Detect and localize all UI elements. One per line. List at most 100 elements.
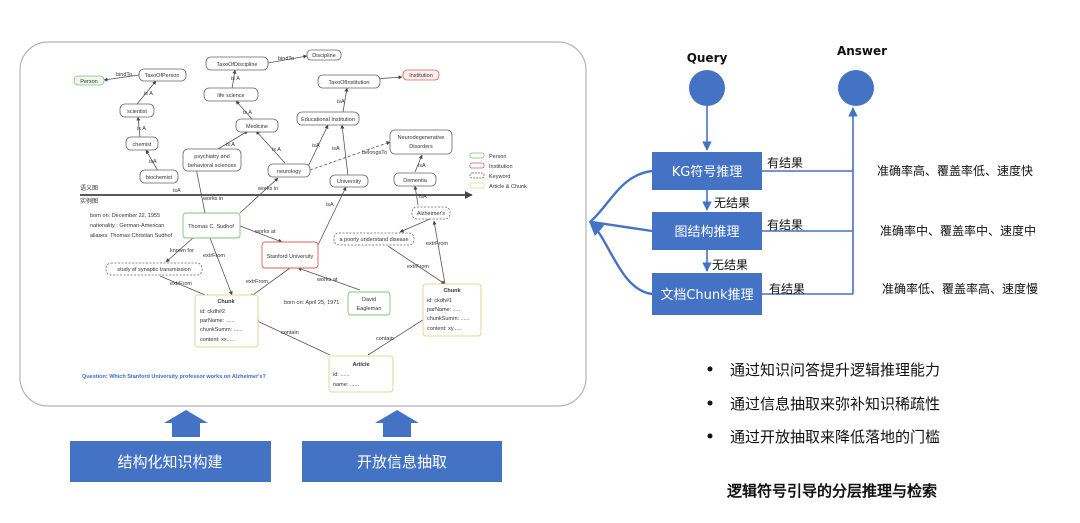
result-lines [762,107,858,295]
has-result-label-1: 有结果 [767,156,803,170]
kg-edge-labels: bindTo is A is A isA bindTo is A is A is… [116,56,448,342]
structured-knowledge-button[interactable] [70,441,271,482]
svg-text:known for: known for [170,248,194,254]
up-arrow-structured [164,410,208,437]
svg-text:isA: isA [337,99,345,105]
no-result-label-1: 无结果 [714,196,750,210]
svg-text:isA: isA [419,194,427,200]
svg-text:is A: is A [144,91,153,97]
feedback-arrows [588,169,653,296]
caption: 逻辑符号引导的分层推理与检索 [727,482,937,500]
node-thomas [182,212,241,239]
kg-reasoning-label: KG符号推理 [672,164,743,180]
has-result-label-3: 有结果 [769,282,805,296]
node-university [329,174,369,188]
node-chemist [125,136,159,151]
svg-text:is A: is A [137,126,146,132]
bullet-item: 通过信息抽取来弥补知识稀疏性 [730,395,940,413]
svg-text:TaxoOfPerson: TaxoOfPerson [145,73,180,79]
thomas-born: born on: December 22, 1955 [90,213,160,219]
svg-text:chunkSumm: ......: chunkSumm: ...... [427,316,470,322]
open-extraction-button[interactable] [302,441,502,482]
svg-text:bindTo: bindTo [116,72,132,78]
svg-text:isA: isA [418,163,426,169]
svg-text:Article: Article [352,362,369,368]
doc-reasoning-label: 文档Chunk推理 [660,288,753,303]
node-alzheimers [411,206,451,220]
svg-text:TaxoOfInstitution: TaxoOfInstitution [329,80,370,86]
david-born: born on: April 25, 1971 [284,300,339,306]
svg-text:contain: contain [281,330,299,336]
node-chunk-2 [194,294,259,348]
graph-reasoning-label: 图结构推理 [674,225,739,240]
svg-text:works in: works in [257,186,278,192]
node-stanford [261,241,319,269]
svg-text:life science: life science [217,93,244,99]
svg-text:belongsTo: belongsTo [362,150,387,156]
node-taxo-institution [317,74,381,89]
node-institution [402,69,440,81]
svg-text:Alzheimer's: Alzheimer's [417,211,446,217]
node-neurology [267,163,311,178]
node-life-science [203,87,259,102]
node-scientist [119,103,155,118]
node-biochemist [139,169,179,184]
metric-doc: 准确率低、覆盖率高、速度慢 [882,281,1038,296]
svg-text:parName: ......: parName: ...... [200,318,235,324]
svg-text:id: ckdh#1: id: ckdh#1 [427,298,452,304]
svg-text:Person: Person [80,79,97,85]
svg-text:is A: is A [226,142,235,148]
svg-text:content: xy......: content: xy...... [427,326,463,332]
svg-text:name: ......: name: ...... [333,382,359,388]
svg-text:isA: isA [326,202,334,208]
svg-text:study of synaptic transmission: study of synaptic transmission [117,267,190,273]
semantic-nodes: Person TaxoOfPerson scientist chemist bi… [73,49,453,188]
svg-text:bindTo: bindTo [278,56,294,62]
svg-text:isA: isA [312,143,320,149]
query-node [689,70,725,106]
thomas-aliases: aliases: Thomas Christian Sudhof [90,233,173,239]
svg-text:id: ......: id: ...... [333,372,350,378]
kg-edges [103,54,446,356]
node-synaptic [105,262,203,276]
answer-label: Answer [837,44,887,58]
legend: Person Institution Keyword Article & Chu… [469,152,527,190]
svg-text:Disorders: Disorders [409,144,433,150]
svg-text:extrFrom: extrFrom [170,281,192,287]
svg-text:extrFrom: extrFrom [407,264,429,270]
bullet-item: 通过开放抽取来降低落地的门槛 [730,428,940,446]
node-educational-institution [296,111,360,126]
svg-text:Thomas C. Sudhof: Thomas C. Sudhof [188,224,234,230]
svg-text:scientist: scientist [127,109,147,115]
svg-text:TaxoOfDiscipline: TaxoOfDiscipline [217,62,258,68]
svg-text:contain: contain [376,336,394,342]
svg-text:extrFrom: extrFrom [203,253,225,259]
doc-reasoning-box[interactable] [652,273,762,315]
svg-text:Article & Chunk: Article & Chunk [489,184,527,190]
svg-text:chunkSumm: ......: chunkSumm: ...... [200,327,243,333]
node-poorly-understood [333,232,415,246]
svg-text:extrFrom: extrFrom [246,279,268,285]
node-discipline [306,49,342,61]
svg-text:extrFrom: extrFrom [426,241,448,247]
instance-nodes: born on: December 22, 1955 nationality :… [90,206,482,393]
svg-text:Person: Person [489,154,506,160]
svg-text:Institution: Institution [489,164,513,170]
node-medicine [235,118,279,133]
node-neurodegenerative [389,129,453,155]
open-extraction-label: 开放信息抽取 [357,453,447,471]
graph-reasoning-box[interactable] [652,212,762,250]
svg-text:id: ckdh#2: id: ckdh#2 [200,309,225,315]
svg-text:Institution: Institution [409,73,433,79]
node-dementia [393,172,437,187]
svg-text:works in: works in [202,196,223,202]
svg-text:Keyword: Keyword [489,174,510,180]
svg-text:isA: isA [173,188,181,194]
kg-reasoning-box[interactable] [652,152,762,190]
node-article [328,355,394,393]
node-psychiatry [182,148,242,172]
node-chunk-1 [422,283,482,337]
node-taxo-person [138,68,187,82]
svg-text:Stanford University: Stanford University [267,254,314,260]
svg-text:Chunk: Chunk [443,288,461,294]
